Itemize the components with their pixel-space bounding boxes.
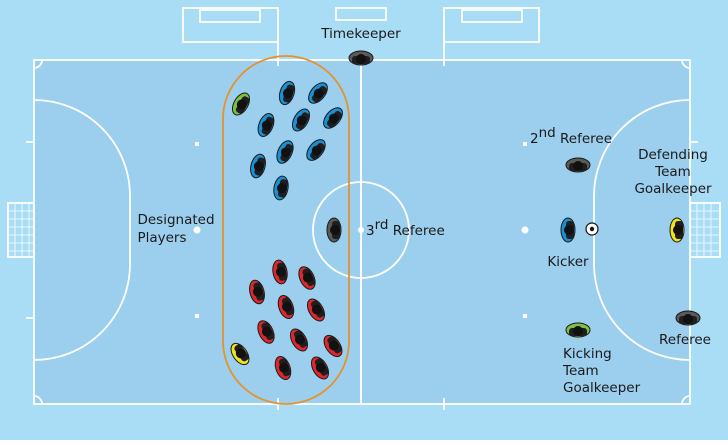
designated-label-line2: Players (137, 230, 186, 246)
player-topdown-icon (560, 217, 576, 243)
player-topdown-icon (675, 310, 701, 326)
kicking-gk-label-line1: Kicking (563, 346, 612, 362)
spot-mark (523, 314, 527, 318)
timekeeper-label: Timekeeper (320, 26, 401, 42)
player-topdown-icon (291, 108, 311, 132)
third-referee-label: 3rd Referee (366, 217, 445, 239)
centre-spot (358, 227, 364, 233)
designated-players-zone (222, 55, 350, 405)
timekeeper-table (335, 7, 387, 21)
spot-mark (195, 314, 199, 318)
player-topdown-icon (257, 113, 275, 137)
spot-mark (523, 142, 527, 146)
player-topdown-icon (289, 328, 309, 352)
players-layer (230, 50, 701, 381)
corner-arc (33, 59, 43, 69)
penalty-area-left (33, 99, 131, 361)
ball-icon (585, 222, 599, 236)
player-topdown-icon (565, 322, 591, 338)
player-topdown-icon (298, 266, 316, 290)
player-topdown-icon (669, 217, 685, 243)
corner-arc (681, 395, 691, 405)
corner-arc (681, 59, 691, 69)
player-topdown-icon (326, 217, 342, 243)
player-topdown-icon (257, 320, 275, 344)
second-referee-label: 2nd Referee (530, 125, 612, 147)
player-topdown-icon (306, 298, 326, 322)
player-topdown-icon (276, 140, 294, 164)
player-topdown-icon (230, 342, 250, 366)
goal-netting (8, 203, 720, 257)
player-topdown-icon (323, 334, 343, 358)
player-topdown-icon (231, 92, 251, 116)
kicking-gk-label-line2: Team (562, 363, 599, 379)
player-topdown-icon (310, 356, 330, 380)
bench-inner-left (199, 9, 261, 23)
player-topdown-icon (323, 107, 343, 129)
defending-gk-label-line2: Team (654, 164, 691, 180)
player-topdown-icon (273, 175, 289, 201)
corner-arc (33, 395, 43, 405)
player-topdown-icon (272, 259, 288, 285)
goal-right (689, 202, 721, 258)
player-topdown-icon (249, 279, 265, 305)
player-topdown-icon (565, 157, 591, 173)
player-topdown-icon (306, 139, 326, 161)
second-penalty-spot-left (193, 226, 201, 234)
player-topdown-icon (250, 153, 266, 179)
defending-gk-label-line1: Defending (638, 147, 708, 163)
bench-area-right (443, 7, 540, 43)
player-topdown-icon (308, 82, 328, 104)
bench-area-left (182, 7, 279, 43)
pitch-spots (193, 142, 529, 318)
spot-mark (195, 142, 199, 146)
second-penalty-spot-right (521, 226, 529, 234)
kicking-gk-label-line3: Goalkeeper (563, 380, 641, 396)
referee-label: Referee (659, 332, 711, 348)
player-topdown-icon (274, 355, 292, 381)
bench-inner-right (461, 9, 523, 23)
player-topdown-icon (278, 80, 296, 106)
defending-gk-label-line3: Goalkeeper (634, 181, 712, 197)
kicker-label: Kicker (547, 254, 589, 270)
goal-left (7, 202, 35, 258)
centre-circle (312, 181, 410, 279)
player-topdown-icon (277, 294, 295, 320)
designated-label-line1: Designated (137, 212, 214, 228)
player-topdown-icon (348, 50, 374, 66)
